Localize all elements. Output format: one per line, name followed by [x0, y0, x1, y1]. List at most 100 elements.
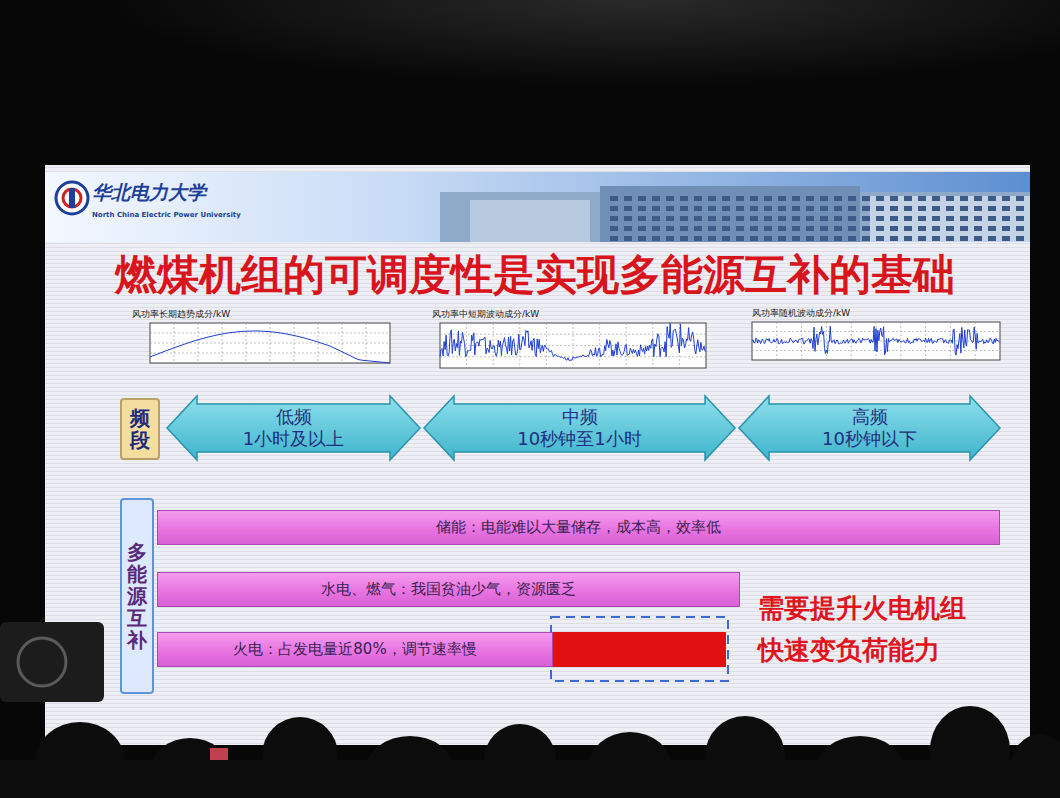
chart-title: 风功率长期趋势成分/kW [132, 309, 230, 320]
window [946, 196, 954, 201]
window [834, 226, 842, 231]
window [638, 206, 646, 211]
window [862, 236, 870, 241]
window [1002, 226, 1010, 231]
window [918, 226, 926, 231]
arrow-outline [167, 396, 420, 460]
window [694, 216, 702, 221]
window [764, 226, 772, 231]
window [610, 236, 618, 241]
window [918, 236, 926, 241]
window [806, 196, 814, 201]
window [848, 226, 856, 231]
phone-screen [210, 748, 228, 760]
frequency-arrow: 低频1小时及以上 [165, 394, 422, 462]
window [624, 196, 632, 201]
grid-line [826, 322, 827, 360]
window [806, 226, 814, 231]
window [750, 216, 758, 221]
grid-line [150, 353, 390, 354]
window [918, 206, 926, 211]
window [960, 206, 968, 211]
header-band [45, 172, 1030, 242]
window [820, 226, 828, 231]
slide-title: 燃煤机组的可调度性是实现多能源互补的基础 [70, 250, 1000, 300]
frequency-arrow: 高频10秒钟以下 [737, 394, 1002, 462]
node-label: 储能：电能难以大量储存，成本高，效率低 [436, 518, 721, 537]
window [904, 196, 912, 201]
window [806, 206, 814, 211]
signal-line [440, 323, 706, 360]
window [708, 206, 716, 211]
window [932, 216, 940, 221]
window [960, 226, 968, 231]
signal-line [752, 326, 1000, 355]
window [974, 226, 982, 231]
slide-ground [45, 165, 1030, 745]
signal-line [150, 331, 390, 363]
source-bar: 储能：电能难以大量储存，成本高，效率低 [157, 510, 1000, 545]
band-header: 频段 [120, 398, 160, 460]
ceiling [0, 0, 1060, 170]
university-name-en: North China Electric Power University [92, 211, 241, 219]
window [974, 236, 982, 241]
node-label: 水电、燃气：我国贫油少气，资源匮乏 [321, 580, 576, 599]
window [932, 226, 940, 231]
window [848, 216, 856, 221]
group-header: 多能源互补 [120, 498, 154, 694]
window [610, 206, 618, 211]
window [862, 206, 870, 211]
window [792, 236, 800, 241]
window [820, 236, 828, 241]
node-sublabel: 1小时及以上 [243, 428, 344, 451]
university-logo [56, 182, 88, 214]
grid-line [851, 322, 852, 360]
window [736, 196, 744, 201]
window [680, 196, 688, 201]
node-label: 高频 [852, 406, 888, 429]
window [1002, 216, 1010, 221]
window [778, 226, 786, 231]
window [1002, 206, 1010, 211]
window [680, 216, 688, 221]
window [848, 236, 856, 241]
window [932, 196, 940, 201]
source-bar: 水电、燃气：我国贫油少气，资源匮乏 [157, 572, 740, 607]
window [918, 216, 926, 221]
node-sublabel: 10秒钟以下 [822, 428, 917, 451]
window [904, 216, 912, 221]
window [764, 216, 772, 221]
grid-line [752, 350, 1000, 351]
university-name: 华北电力大学 [92, 181, 206, 204]
arrow-outline [739, 396, 1000, 460]
window [988, 196, 996, 201]
window [778, 236, 786, 241]
window [876, 206, 884, 211]
window [834, 206, 842, 211]
window [666, 236, 674, 241]
window [876, 236, 884, 241]
building-image [440, 186, 1030, 242]
window [932, 236, 940, 241]
window [946, 236, 954, 241]
window [652, 196, 660, 201]
window [960, 196, 968, 201]
source-bar: 火电：占发电量近80%，调节速率慢 [157, 632, 553, 667]
window [722, 216, 730, 221]
frequency-arrow: 中频10秒钟至1小时 [422, 394, 737, 462]
plot-frame [752, 322, 1000, 360]
window [946, 206, 954, 211]
window [652, 226, 660, 231]
window [666, 196, 674, 201]
window [792, 196, 800, 201]
window [778, 206, 786, 211]
window [680, 236, 688, 241]
window [876, 196, 884, 201]
chart-title: 风功率中短期波动成分/kW [432, 309, 539, 320]
window [736, 206, 744, 211]
window [638, 216, 646, 221]
window [904, 206, 912, 211]
window [1002, 196, 1010, 201]
window [988, 206, 996, 211]
window [708, 226, 716, 231]
